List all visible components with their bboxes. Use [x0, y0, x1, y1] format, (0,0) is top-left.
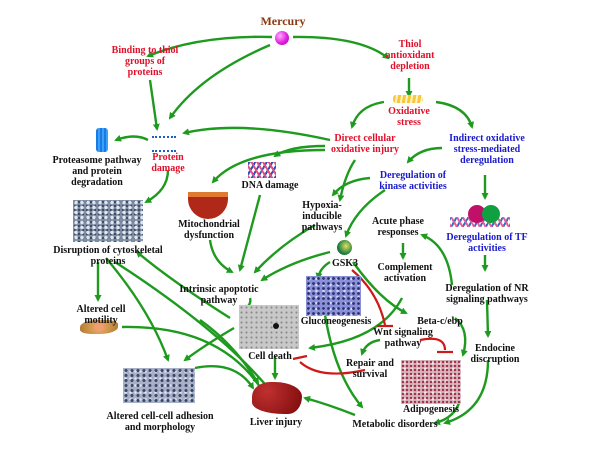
gluconeogenesis-micrograph	[306, 276, 361, 316]
protein-wave-icon	[152, 136, 176, 152]
mercury-sphere-icon	[275, 31, 289, 45]
node-intrinsic: Intrinsic apoptotic pathway	[179, 284, 259, 306]
arrow-dna-intrinsic	[237, 194, 262, 272]
arrow-nr-acute	[420, 233, 454, 286]
arrow-beta-adipo	[454, 317, 468, 357]
node-oxidative: Oxidative stress	[388, 106, 430, 128]
arrow-celldeath-adhesion	[183, 326, 235, 362]
node-direct: Direct cellular oxidative injury	[330, 133, 400, 155]
inhibit-wnt-adipo	[419, 337, 447, 351]
dna-icon	[248, 162, 276, 178]
node-cell-death: Cell death	[248, 351, 292, 362]
node-complement: Complement activation	[377, 262, 433, 284]
arrow-direct-mito	[211, 148, 326, 184]
cytoskeleton-micrograph	[73, 200, 143, 242]
arrow-oxidative-indirect	[435, 100, 474, 129]
apoptotic-cell-icon	[273, 323, 279, 329]
node-endocrine: Endocine discruption	[470, 343, 520, 365]
arrow-mercury-binding	[146, 35, 273, 58]
arrow-gsk3-beta	[352, 261, 408, 315]
cell-death-micrograph	[239, 305, 299, 349]
arrow-cyto-adhesion	[105, 257, 170, 362]
node-indirect: Indirect oxidative stress-mediated dereg…	[449, 133, 525, 166]
node-gsk3: GSK3	[331, 258, 359, 269]
arrow-celldeath-cyto	[135, 250, 231, 320]
node-nr: Deregulation of NR signaling pathways	[445, 283, 529, 305]
node-gluco: Gluconeogenesis	[300, 316, 372, 327]
arrow-complement-celldeath	[308, 297, 404, 351]
node-kinase: Deregulation of kinase activities	[379, 170, 447, 192]
arrow-kinase-hypoxia	[331, 176, 371, 197]
arrow-motility-liver	[121, 325, 264, 392]
arrow-mercury-thiol	[292, 35, 390, 60]
arrow-metabolic-liver	[303, 395, 356, 417]
arrow-kinase-gsk3	[344, 189, 386, 238]
arrow-mercury-protein	[168, 43, 271, 120]
gsk3-sphere-icon	[337, 240, 352, 255]
node-adipo: Adipogenesis	[402, 404, 460, 415]
node-liver: Liver injury	[249, 417, 303, 428]
arrow-direct-protein	[182, 126, 331, 142]
cell-icon	[80, 320, 118, 334]
node-hypoxia: Hypoxia- inducible pathways	[301, 200, 343, 233]
node-acute: Acute phase responses	[372, 216, 424, 238]
oxidative-stress-icon	[393, 95, 423, 103]
node-protein-damage: Protein damage	[151, 152, 185, 174]
title-mercury: Mercury	[260, 14, 306, 28]
node-motility: Altered cell motility	[76, 304, 126, 326]
node-cyto: Disruption of cytoskeletal proteins	[53, 245, 163, 267]
liver-icon	[252, 382, 302, 414]
arrow-adhesion-liver	[194, 365, 255, 390]
arrow-protein-proteasome	[114, 134, 149, 142]
transcription-factor-icon	[450, 205, 510, 230]
node-beta: Beta-c/ebp	[417, 316, 463, 327]
node-binding: Binding to thiol groups of proteins	[111, 45, 179, 78]
arrow-oxidative-direct	[350, 100, 385, 129]
node-mito: Mitochondrial dysfunction	[178, 219, 240, 241]
node-thiol: Thiol antioxidant depletion	[385, 39, 435, 72]
arrow-gsk3-intrinsic	[260, 250, 331, 282]
arrow-mito-intrinsic	[208, 239, 234, 274]
inhibit-gsk3-wnt	[351, 269, 387, 326]
node-tf: Deregulation of TF activities	[446, 232, 528, 254]
arrow-indirect-kinase	[406, 146, 443, 164]
inhibit-repair-celldeath-bar	[292, 354, 308, 361]
node-repair: Repair and survival	[346, 358, 394, 380]
arrow-wnt-repair	[360, 338, 381, 356]
tf-protein-magenta-icon	[468, 205, 486, 223]
node-adhesion: Altered cell-cell adhesion and morpholog…	[106, 411, 214, 433]
arrow-endocrine-metabolic	[443, 359, 490, 425]
arrow-direct-dna	[273, 144, 326, 158]
adhesion-micrograph	[123, 368, 195, 403]
arrow-gluco-metabolic	[323, 314, 364, 409]
inhibit-repair-celldeath	[299, 361, 366, 375]
node-dna: DNA damage	[241, 180, 299, 191]
node-wnt: Wnt signaling pathway	[373, 327, 433, 349]
arrow-nr-endocrine	[484, 299, 492, 338]
adipogenesis-micrograph	[401, 360, 461, 404]
arrow-direct-hypoxia	[337, 159, 357, 202]
arrow-cyto-liver	[114, 260, 272, 392]
tf-protein-green-icon	[482, 205, 500, 223]
proteasome-icon	[96, 128, 108, 152]
arrow-binding-protein	[148, 79, 160, 131]
arrow-hypoxia-intrinsic	[253, 223, 316, 274]
node-metabolic: Metabolic disorders	[352, 419, 438, 430]
arrow-intrinsic-liver	[199, 319, 260, 385]
node-proteasome: Proteasome pathway and protein degradati…	[52, 155, 142, 188]
arrow-protein-cyto	[144, 169, 170, 204]
